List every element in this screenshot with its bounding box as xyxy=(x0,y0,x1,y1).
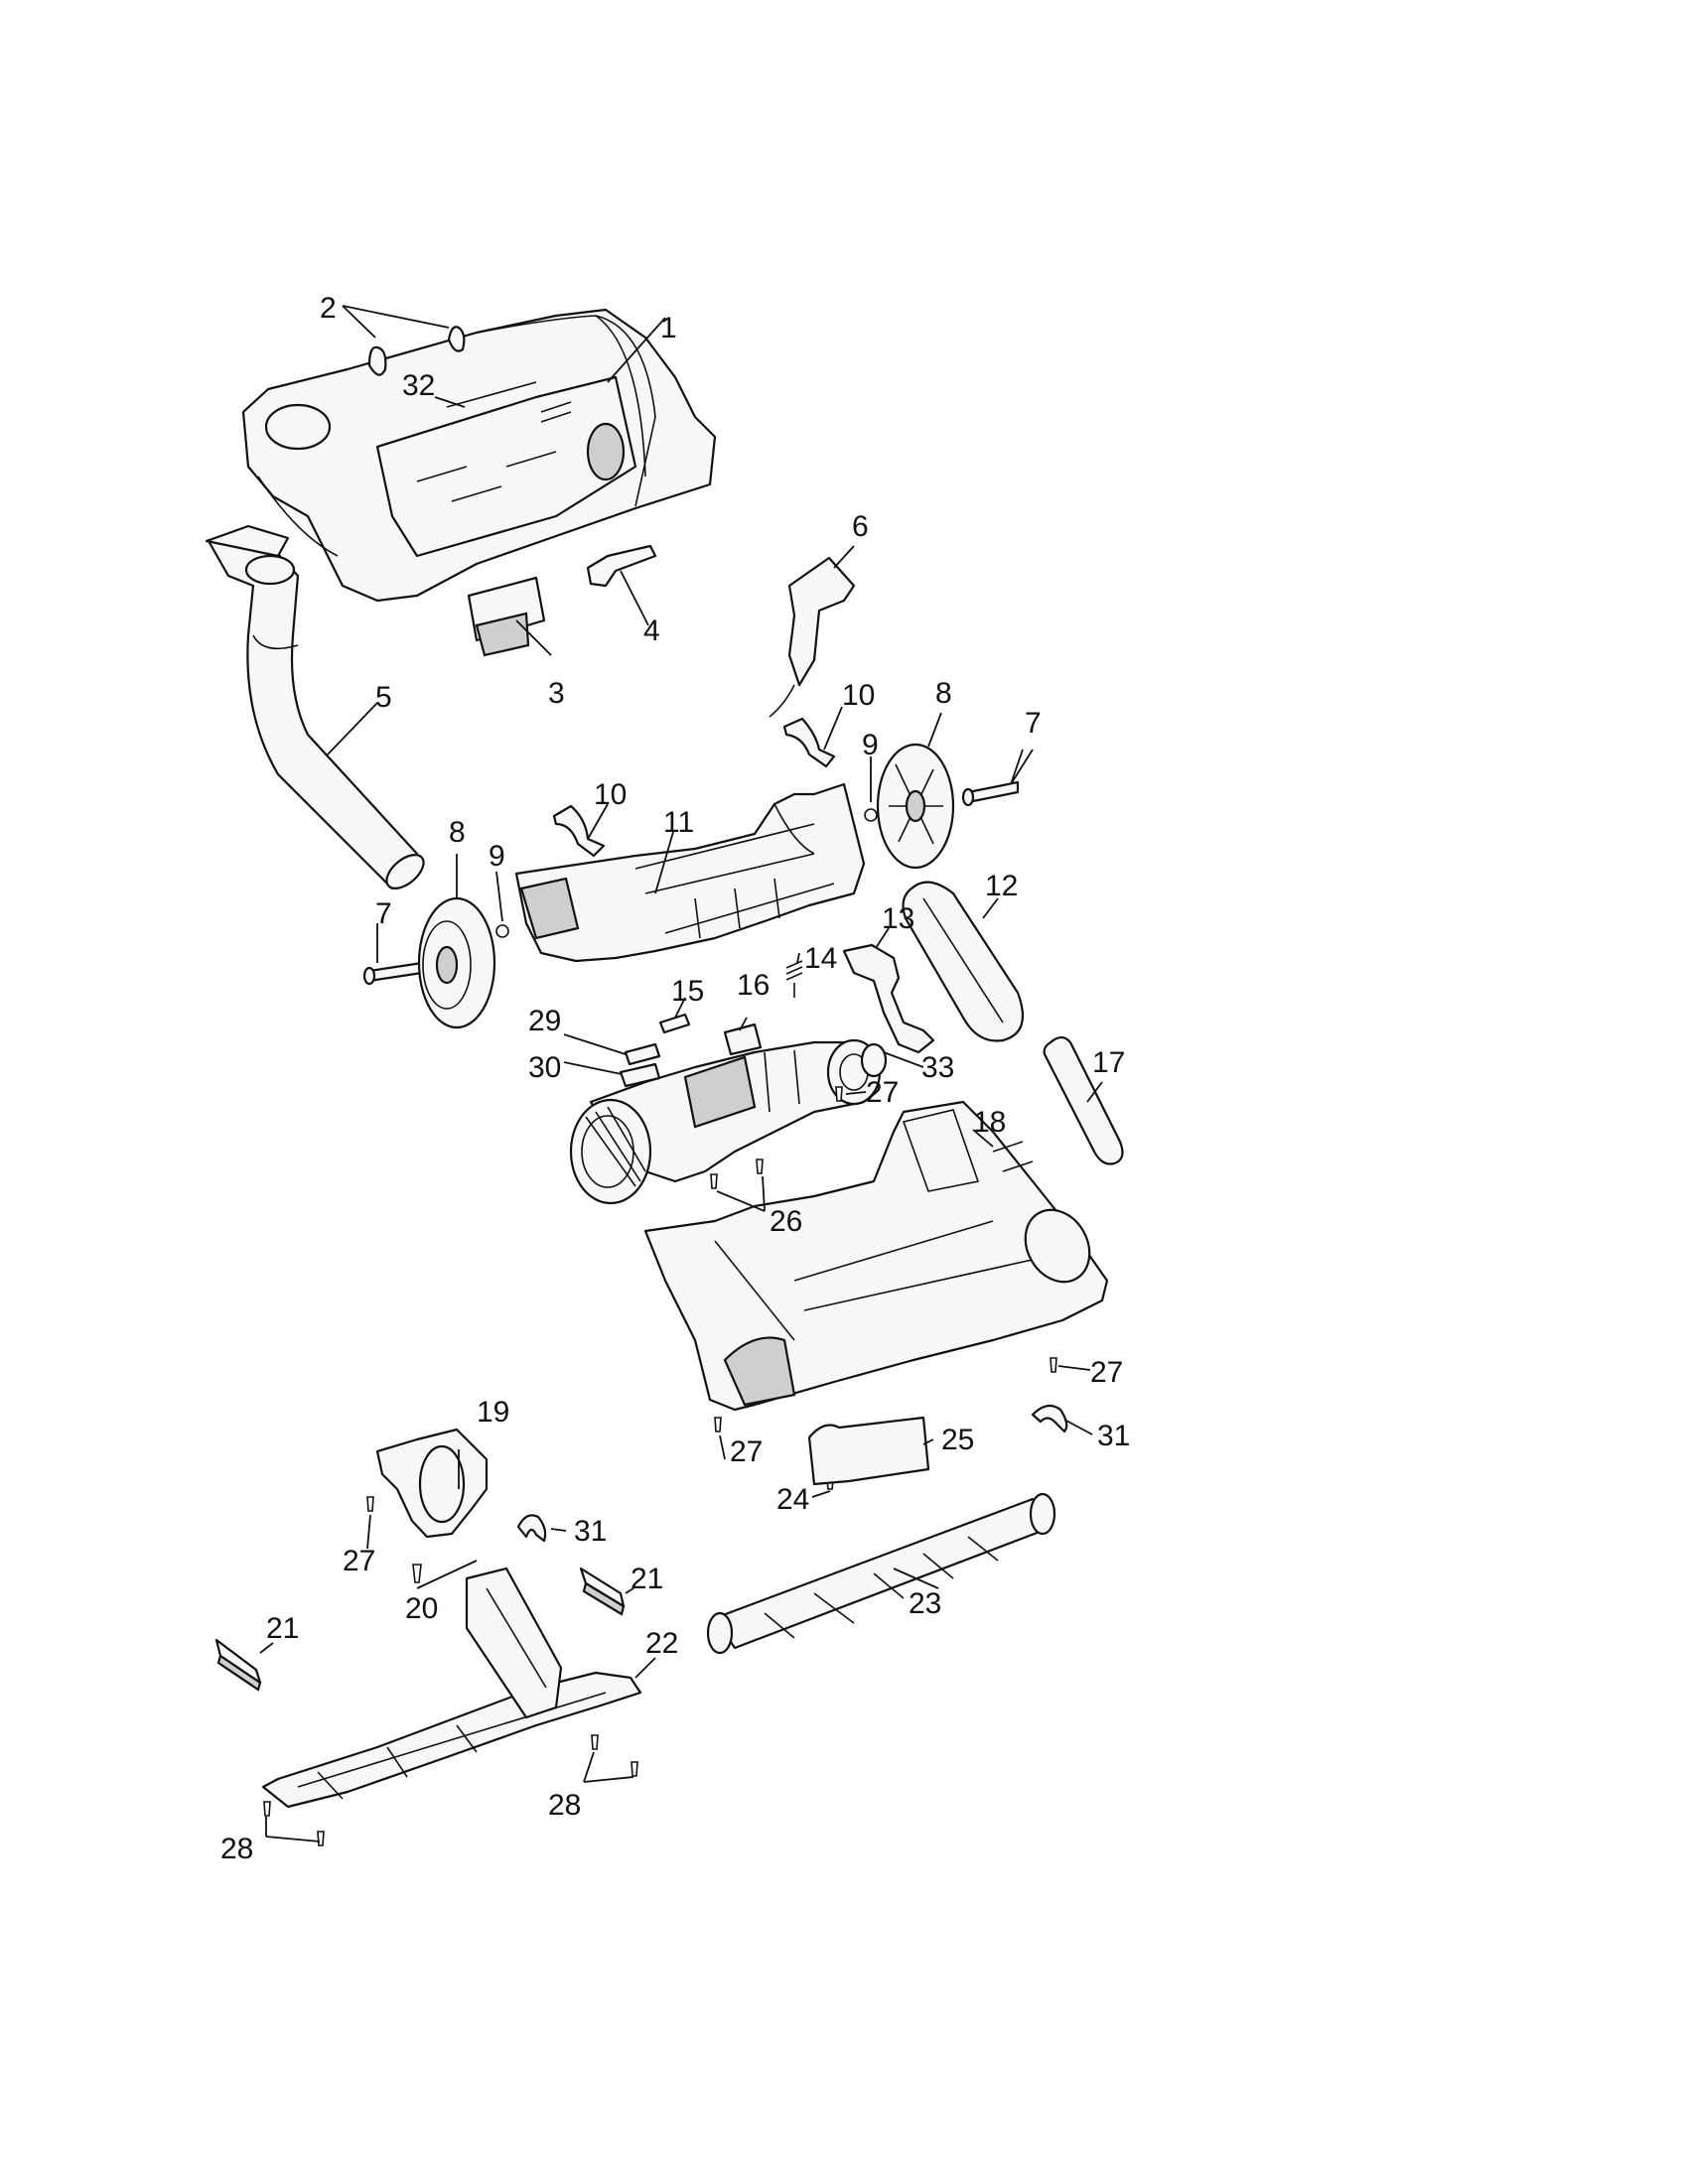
part-13-cam-lever xyxy=(842,943,935,1054)
label-23: 23 xyxy=(909,1587,941,1620)
label-25: 25 xyxy=(941,1424,974,1456)
part-6-pedal xyxy=(769,556,856,718)
label-14: 14 xyxy=(804,942,837,975)
part-30-terminal xyxy=(619,1062,661,1088)
label-10-right: 10 xyxy=(842,679,875,712)
part-10-bracket-left xyxy=(552,804,606,858)
label-27-upper: 27 xyxy=(866,1076,899,1109)
label-33: 33 xyxy=(921,1051,954,1084)
part-10-bracket-right xyxy=(782,717,836,768)
part-hood-cover xyxy=(241,308,717,603)
part-19-duct xyxy=(375,1428,489,1539)
part-27-screws xyxy=(366,1086,1057,1512)
part-12-belt xyxy=(902,881,1025,1042)
part-17-belt xyxy=(1043,1035,1124,1165)
label-10-left: 10 xyxy=(594,778,627,811)
part-29-terminal xyxy=(624,1042,661,1066)
label-13: 13 xyxy=(882,902,914,935)
label-3: 3 xyxy=(548,677,565,710)
label-11: 11 xyxy=(663,806,694,839)
label-7-left: 7 xyxy=(375,897,392,930)
part-31-clip-left xyxy=(516,1514,547,1543)
part-20-screw xyxy=(412,1564,422,1583)
part-7-axle-right xyxy=(961,780,1020,807)
label-9-left: 9 xyxy=(489,840,505,873)
part-8-wheel-left xyxy=(417,896,496,1029)
label-29: 29 xyxy=(528,1005,561,1037)
label-6: 6 xyxy=(852,510,869,543)
label-8-right: 8 xyxy=(935,677,952,710)
part-15-brush xyxy=(658,1013,691,1034)
part-21-strip-left xyxy=(214,1638,262,1692)
label-21-right: 21 xyxy=(631,1563,663,1595)
part-16-bracket xyxy=(723,1023,763,1056)
part-22-bottom-plate xyxy=(261,1567,642,1809)
part-31-clip-right xyxy=(1031,1404,1068,1433)
part-8-wheel-right xyxy=(876,743,955,870)
label-5: 5 xyxy=(375,681,392,714)
label-20: 20 xyxy=(405,1592,438,1625)
part-25-belt-guard xyxy=(807,1416,930,1486)
label-2: 2 xyxy=(320,292,337,325)
part-32-label-plate xyxy=(446,381,537,408)
label-26: 26 xyxy=(770,1205,802,1238)
label-17: 17 xyxy=(1092,1046,1125,1079)
part-9-washer-right xyxy=(864,808,878,822)
part-7-axle-left xyxy=(362,961,424,986)
label-19: 19 xyxy=(477,1396,509,1429)
part-28-screws xyxy=(263,1734,638,1846)
part-18-nozzle-base xyxy=(643,1100,1109,1412)
part-23-brushroll xyxy=(706,1492,1056,1655)
part-9-washer-left xyxy=(495,924,509,938)
part-33-bearing xyxy=(860,1042,888,1078)
part-26-screws xyxy=(710,1159,764,1189)
label-18: 18 xyxy=(973,1106,1006,1139)
label-27-left: 27 xyxy=(343,1545,375,1577)
part-motor-assembly xyxy=(569,1038,882,1205)
part-4-clip xyxy=(586,544,657,588)
part-14-spring xyxy=(785,960,803,998)
part-11-motor-housing xyxy=(514,782,866,963)
label-15: 15 xyxy=(671,975,704,1008)
part-2-knobs xyxy=(367,326,466,376)
label-1: 1 xyxy=(660,312,677,344)
label-16: 16 xyxy=(737,969,770,1002)
part-21-strip-right xyxy=(579,1567,626,1616)
part-3-latch xyxy=(467,576,546,657)
label-12: 12 xyxy=(985,870,1018,902)
label-8-left: 8 xyxy=(449,816,466,849)
label-22: 22 xyxy=(645,1627,678,1660)
label-27-mid-left: 27 xyxy=(730,1435,763,1468)
label-31-right: 31 xyxy=(1097,1420,1130,1452)
callout-labels: 1 2 32 3 4 5 6 7 7 8 8 9 9 10 10 11 12 1… xyxy=(220,292,1130,1865)
part-5-hose-elbow xyxy=(205,524,425,890)
label-31-left: 31 xyxy=(574,1515,607,1548)
label-4: 4 xyxy=(643,614,660,647)
label-24: 24 xyxy=(776,1483,809,1516)
leader-lines xyxy=(259,305,1103,1843)
label-30: 30 xyxy=(528,1051,561,1084)
label-28-right: 28 xyxy=(548,1789,581,1822)
label-7-right: 7 xyxy=(1025,707,1042,740)
label-28-left: 28 xyxy=(220,1833,253,1865)
label-27-mid-right: 27 xyxy=(1090,1356,1123,1389)
label-32: 32 xyxy=(402,369,435,402)
label-9-right: 9 xyxy=(862,729,879,761)
label-21-left: 21 xyxy=(266,1612,299,1645)
